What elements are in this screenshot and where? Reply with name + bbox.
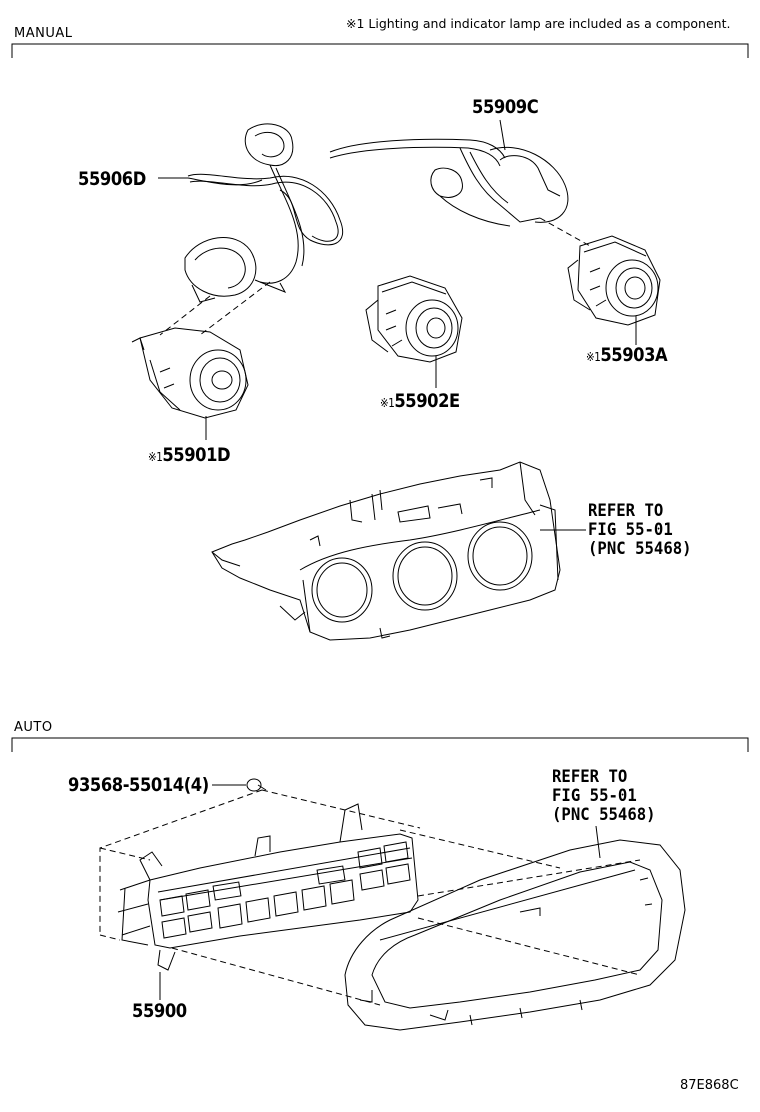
manual-bracket bbox=[12, 44, 748, 58]
part-number: 55901D bbox=[162, 444, 231, 466]
part-label-screw[interactable]: 93568-55014(4) bbox=[68, 774, 209, 796]
part-number: 55903A bbox=[600, 344, 668, 366]
refer-note-manual[interactable]: REFER TO FIG 55-01 (PNC 55468) bbox=[588, 501, 692, 559]
screw bbox=[247, 779, 266, 791]
part-label-55901d[interactable]: ※155901D bbox=[148, 444, 231, 466]
refer-note-auto[interactable]: REFER TO FIG 55-01 (PNC 55468) bbox=[552, 767, 656, 825]
cable-55906d bbox=[158, 124, 343, 302]
part-label-55900[interactable]: 55900 bbox=[132, 1000, 187, 1022]
part-label-55902e[interactable]: ※155902E bbox=[380, 390, 460, 412]
knob-55903a bbox=[568, 236, 660, 325]
part-label-55906d[interactable]: 55906D bbox=[78, 168, 146, 190]
section-label-manual: MANUAL bbox=[14, 26, 73, 41]
note-mark: ※1 bbox=[148, 450, 163, 464]
knob-55901d bbox=[132, 328, 248, 418]
auto-bezel bbox=[345, 840, 685, 1030]
footnote-text: ※1 Lighting and indicator lamp are inclu… bbox=[346, 16, 731, 31]
part-label-55909c[interactable]: 55909C bbox=[472, 96, 539, 118]
section-label-auto: AUTO bbox=[14, 720, 53, 735]
figure-code: 87E868C bbox=[680, 1078, 739, 1093]
knob-55902e bbox=[366, 276, 462, 362]
note-mark: ※1 bbox=[586, 350, 601, 364]
manual-dashes bbox=[160, 218, 590, 335]
auto-control-panel bbox=[118, 804, 418, 970]
cable-55909c bbox=[330, 139, 568, 226]
auto-bracket bbox=[12, 738, 748, 752]
auto-dashes bbox=[100, 790, 640, 1005]
part-number: 55902E bbox=[394, 390, 460, 412]
leader-55909c bbox=[500, 120, 505, 150]
leader-refer-auto bbox=[596, 826, 600, 858]
part-label-55903a[interactable]: ※155903A bbox=[586, 344, 668, 366]
manual-bezel bbox=[212, 462, 560, 640]
note-mark: ※1 bbox=[380, 396, 395, 410]
